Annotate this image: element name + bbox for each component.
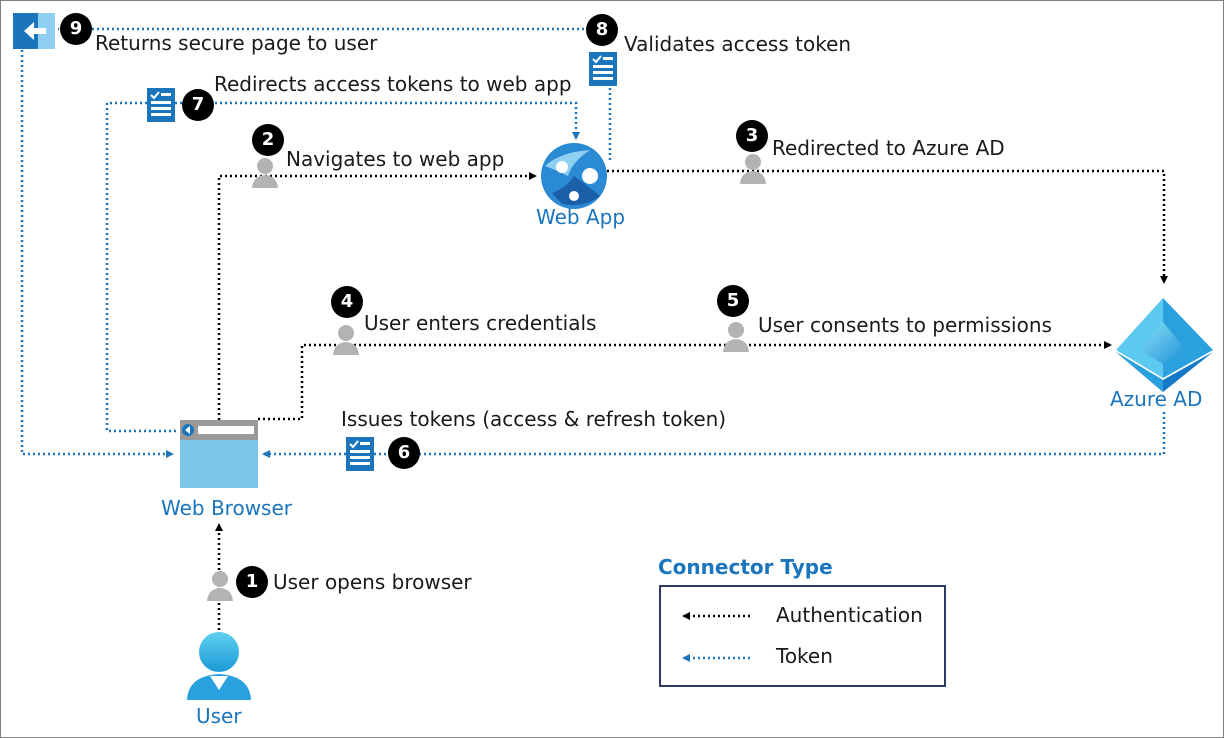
step-1-badge: 1	[236, 566, 268, 598]
step-7-label: Redirects access tokens to web app	[214, 72, 572, 96]
token-document-icon-step-7	[147, 88, 175, 122]
user-label: User	[196, 704, 242, 728]
legend-title: Connector Type	[658, 555, 833, 579]
token-document-icon-step-8	[589, 52, 617, 86]
connector-step-7	[105, 101, 580, 433]
person-icon-step-3	[740, 154, 766, 184]
web-app-icon	[541, 143, 607, 209]
connector-step-3	[607, 169, 1168, 284]
person-icon-step-5	[723, 322, 749, 352]
connector-step-2	[217, 172, 537, 420]
step-9-badge: 9	[60, 13, 92, 45]
step-2-badge: 2	[252, 124, 284, 156]
step-6-label: Issues tokens (access & refresh token)	[341, 407, 727, 431]
person-icon-step-1	[207, 571, 233, 601]
user-icon	[187, 632, 251, 700]
person-icon-step-2	[252, 158, 278, 188]
step-3-badge: 3	[736, 120, 768, 152]
web-browser-label: Web Browser	[161, 496, 293, 520]
step-8-badge: 8	[586, 14, 618, 46]
step-8-label: Validates access token	[624, 32, 852, 56]
step-5-badge: 5	[717, 285, 749, 317]
step-5-label: User consents to permissions	[758, 313, 1052, 337]
step-4-label: User enters credentials	[364, 311, 597, 335]
step-1-label: User opens browser	[273, 570, 472, 594]
step-3-label: Redirected to Azure AD	[772, 136, 1005, 160]
step-7-badge: 7	[182, 89, 214, 121]
connector-step-6	[262, 412, 1166, 458]
legend-token-label: Token	[776, 644, 833, 668]
step-4-badge: 4	[331, 286, 363, 318]
step-9-label: Returns secure page to user	[95, 31, 378, 55]
web-app-label: Web App	[536, 205, 626, 229]
connector-step-4-5	[258, 341, 1112, 421]
azure-ad-label: Azure AD	[1110, 387, 1203, 411]
legend-auth-label: Authentication	[776, 603, 923, 627]
token-document-icon-step-6	[346, 437, 374, 471]
legend-box	[659, 585, 946, 687]
azure-ad-icon	[1116, 298, 1213, 392]
return-arrow-icon	[13, 13, 55, 49]
step-6-badge: 6	[388, 437, 420, 469]
web-browser-icon	[180, 420, 258, 488]
person-icon-step-4	[333, 325, 359, 355]
step-2-label: Navigates to web app	[286, 147, 505, 171]
